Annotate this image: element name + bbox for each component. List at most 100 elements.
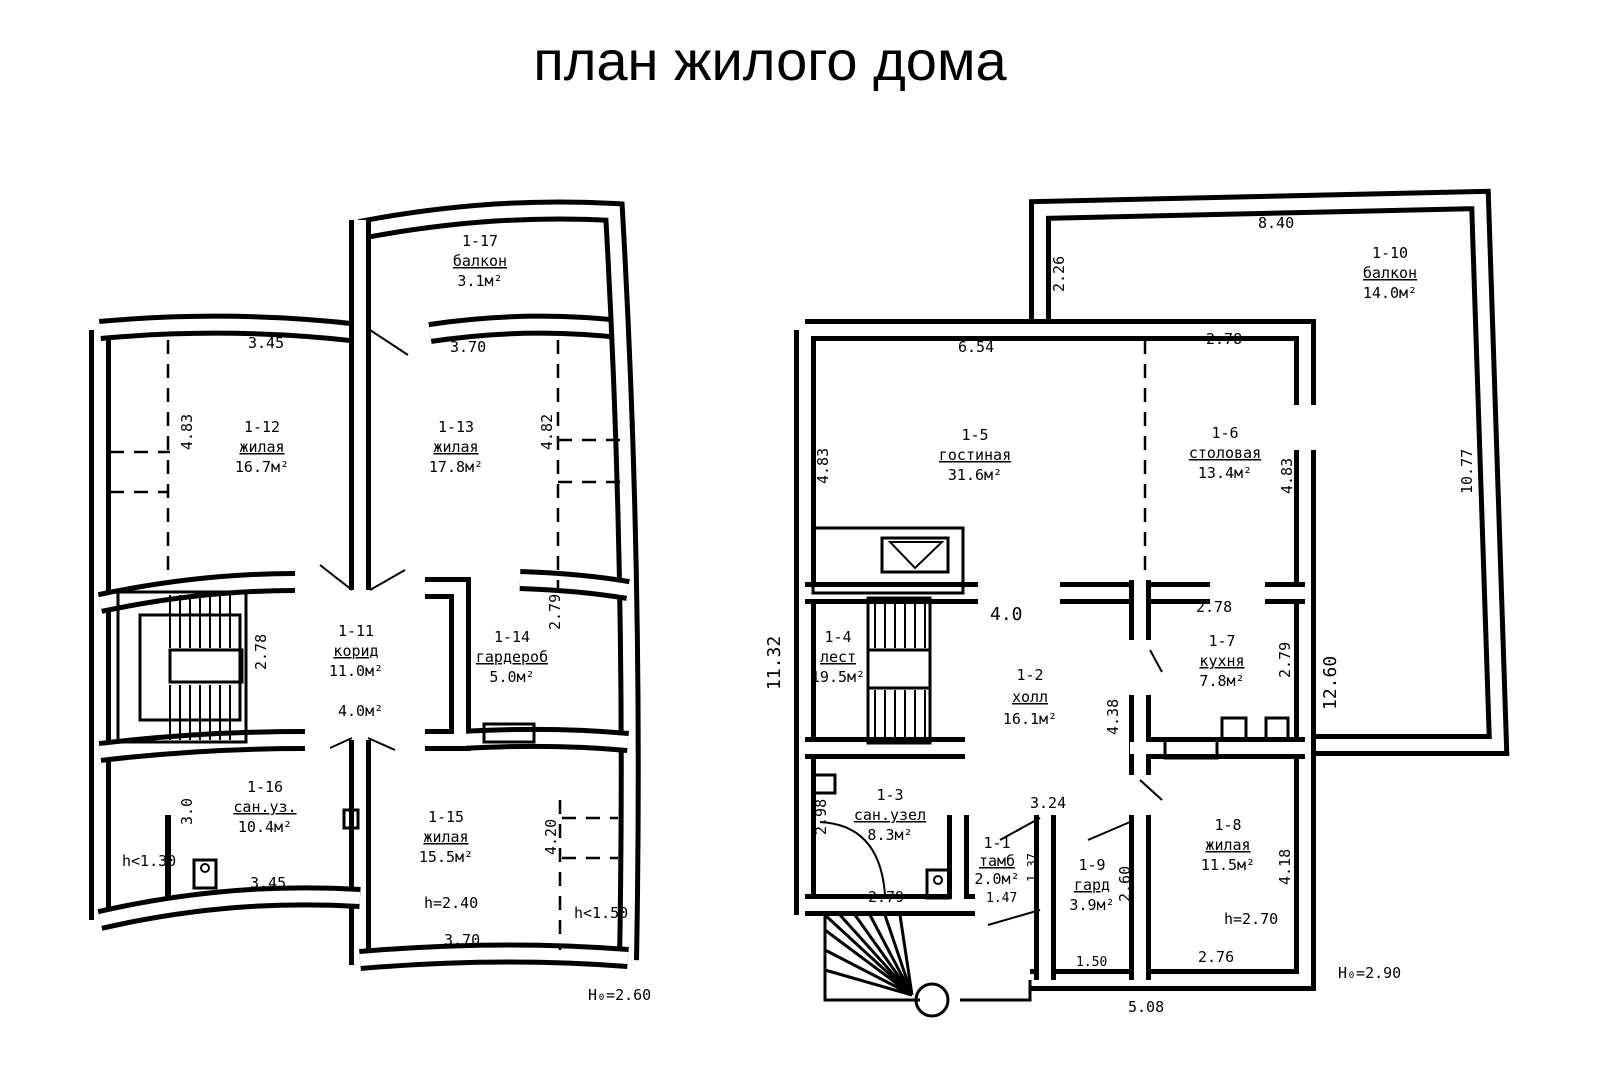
height-total: H₀=2.90 bbox=[1338, 964, 1401, 982]
wall bbox=[358, 204, 636, 961]
room-number: 1-8 bbox=[1214, 816, 1241, 834]
dimension-label: 1.50 bbox=[1076, 955, 1107, 970]
dimension-label: 2.79 bbox=[1276, 642, 1294, 678]
room-area: 11.0м² bbox=[329, 662, 383, 680]
room-number: 1-10 bbox=[1372, 244, 1408, 262]
room-area: 13.4м² bbox=[1198, 464, 1252, 482]
room-name: жилая bbox=[1205, 836, 1250, 854]
wall bbox=[1029, 188, 1510, 756]
door-swing bbox=[819, 821, 886, 896]
room-area: 19.5м² bbox=[811, 668, 865, 686]
dimension-label: 3.45 bbox=[250, 874, 286, 892]
room-area: 5.0м² bbox=[489, 668, 534, 686]
wall bbox=[805, 695, 1305, 775]
wall bbox=[98, 890, 361, 926]
dimension-label: 1.47 bbox=[986, 891, 1017, 906]
wall bbox=[99, 318, 361, 339]
toilet-icon bbox=[192, 858, 218, 890]
door-swing bbox=[319, 329, 409, 751]
left-floor-plan: 1-17 балкон 3.1м² 1-12 жилая 16.7м² 1-13… bbox=[89, 199, 651, 1004]
room-number: 1-17 bbox=[462, 232, 498, 250]
wall bbox=[98, 576, 296, 609]
room-number: 1-7 bbox=[1208, 632, 1235, 650]
dimension-label: 2.78 bbox=[1196, 598, 1232, 616]
height-total: H₀=2.60 bbox=[588, 986, 651, 1004]
dimension-label: 4.82 bbox=[538, 414, 556, 450]
dash-line bbox=[562, 816, 618, 860]
room-area: 16.7м² bbox=[235, 458, 289, 476]
room-name: лест bbox=[820, 648, 856, 666]
room-area: 15.5м² bbox=[419, 848, 473, 866]
door-swing bbox=[987, 649, 1163, 926]
wall bbox=[805, 695, 1305, 775]
dimension-label: 1.37 bbox=[1025, 853, 1039, 882]
room-name: сан.узел bbox=[854, 806, 926, 824]
dimension-label: 6.54 bbox=[958, 338, 994, 356]
sink-icon bbox=[1264, 716, 1290, 742]
toilet-icon bbox=[925, 868, 951, 900]
room-number: 1-15 bbox=[428, 808, 464, 826]
height-note: h<1.50 bbox=[574, 904, 628, 922]
wall bbox=[799, 324, 1311, 986]
dimension-label: 4.20 bbox=[542, 819, 560, 855]
room-area: 8.3м² bbox=[867, 826, 912, 844]
height-note: h<1.30 bbox=[122, 852, 176, 870]
wall bbox=[429, 318, 629, 339]
room-name: гард bbox=[1074, 876, 1110, 894]
room-name: гостиная bbox=[939, 446, 1011, 464]
dimension-label: 3.70 bbox=[444, 931, 480, 949]
room-number: 1-4 bbox=[824, 628, 851, 646]
room-number: 1-13 bbox=[438, 418, 474, 436]
sink-icon bbox=[811, 773, 837, 795]
staircase bbox=[811, 526, 965, 745]
room-area: 3.9м² bbox=[1069, 896, 1114, 914]
room-area: 10.4м² bbox=[238, 818, 292, 836]
dimension-label: 12.60 bbox=[1320, 656, 1341, 710]
room-name: столовая bbox=[1189, 444, 1261, 462]
dimension-label: 4.18 bbox=[1276, 849, 1294, 885]
room-number: 1-3 bbox=[876, 786, 903, 804]
dimension-label: 4.83 bbox=[1278, 458, 1296, 494]
wall bbox=[359, 947, 629, 966]
dimension-label: 4.83 bbox=[814, 448, 832, 484]
room-number: 1-12 bbox=[244, 418, 280, 436]
room-name: гардероб bbox=[476, 648, 548, 666]
room-area: 11.5м² bbox=[1201, 856, 1255, 874]
dimension-label: 4.38 bbox=[1104, 699, 1122, 735]
staircase bbox=[116, 590, 248, 744]
room-name: жилая bbox=[423, 828, 468, 846]
dimension-label: 3.45 bbox=[248, 334, 284, 352]
room-name: сан.уз. bbox=[233, 798, 296, 816]
dimension-label: 2.78 bbox=[252, 634, 270, 670]
dimension-label: 2.76 bbox=[1198, 948, 1234, 966]
page-title: план жилого дома bbox=[533, 29, 1007, 92]
entrance-steps bbox=[823, 913, 1032, 1018]
room-area: 31.6м² bbox=[948, 466, 1002, 484]
room-name: жилая bbox=[239, 438, 284, 456]
dash-line bbox=[110, 450, 170, 494]
dimension-label: 3.24 bbox=[1030, 794, 1066, 812]
room-name: балкон bbox=[453, 252, 507, 270]
dimension-label: 2.79 bbox=[868, 888, 904, 906]
room-area: 7.8м² bbox=[1199, 672, 1244, 690]
dimension-label: 4.0 bbox=[990, 604, 1023, 625]
dimension-label: 5.08 bbox=[1128, 998, 1164, 1016]
cooktop-icon bbox=[1220, 716, 1248, 742]
area-label: 4.0м² bbox=[338, 702, 383, 720]
stove-icon bbox=[1163, 738, 1219, 760]
room-number: 1-9 bbox=[1078, 856, 1105, 874]
sink-icon bbox=[342, 808, 360, 830]
room-area: 17.8м² bbox=[429, 458, 483, 476]
dimension-label: 4.83 bbox=[178, 414, 196, 450]
dimension-label: 2.79 bbox=[546, 594, 564, 630]
stove-icon bbox=[482, 722, 536, 744]
room-name: кухня bbox=[1199, 652, 1244, 670]
room-area: 16.1м² bbox=[1003, 710, 1057, 728]
room-name: жилая bbox=[433, 438, 478, 456]
dimension-label: 2.60 bbox=[1116, 866, 1134, 902]
toilet-icon bbox=[933, 875, 943, 885]
room-name: тамб bbox=[979, 852, 1015, 870]
dash-line bbox=[558, 438, 620, 484]
room-number: 1-11 bbox=[338, 622, 374, 640]
